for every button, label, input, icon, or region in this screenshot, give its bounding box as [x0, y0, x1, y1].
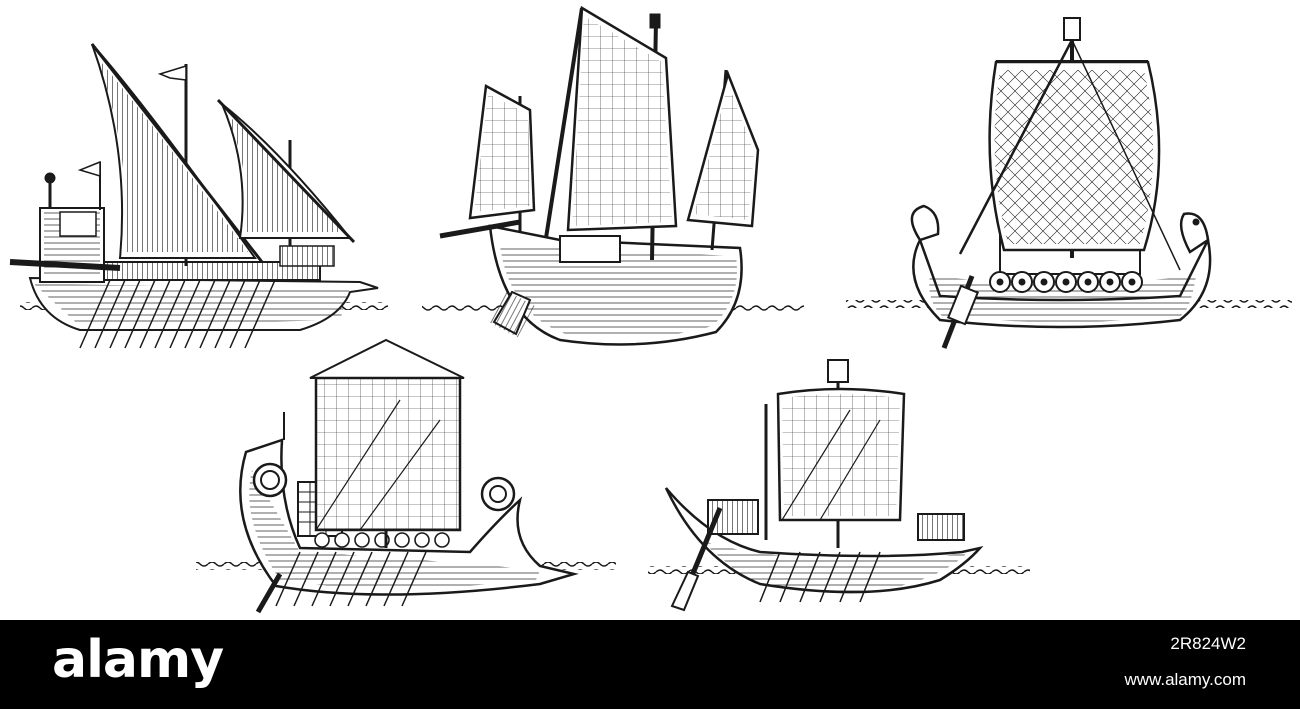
site-url-label: www.alamy.com [1124, 670, 1246, 689]
junk-ship [422, 5, 804, 346]
egyptian-ship [648, 359, 1030, 612]
image-id-label: 2R824W2 [1170, 634, 1246, 653]
viking-longship [846, 17, 1292, 349]
watermark-footer-bar: alamy 2R824W2 www.alamy.com [0, 620, 1300, 709]
galley-lateen-ship [9, 43, 388, 349]
trireme-ship [196, 338, 616, 614]
brand-logo: alamy [52, 630, 224, 690]
ships-illustration [9, 5, 1292, 614]
